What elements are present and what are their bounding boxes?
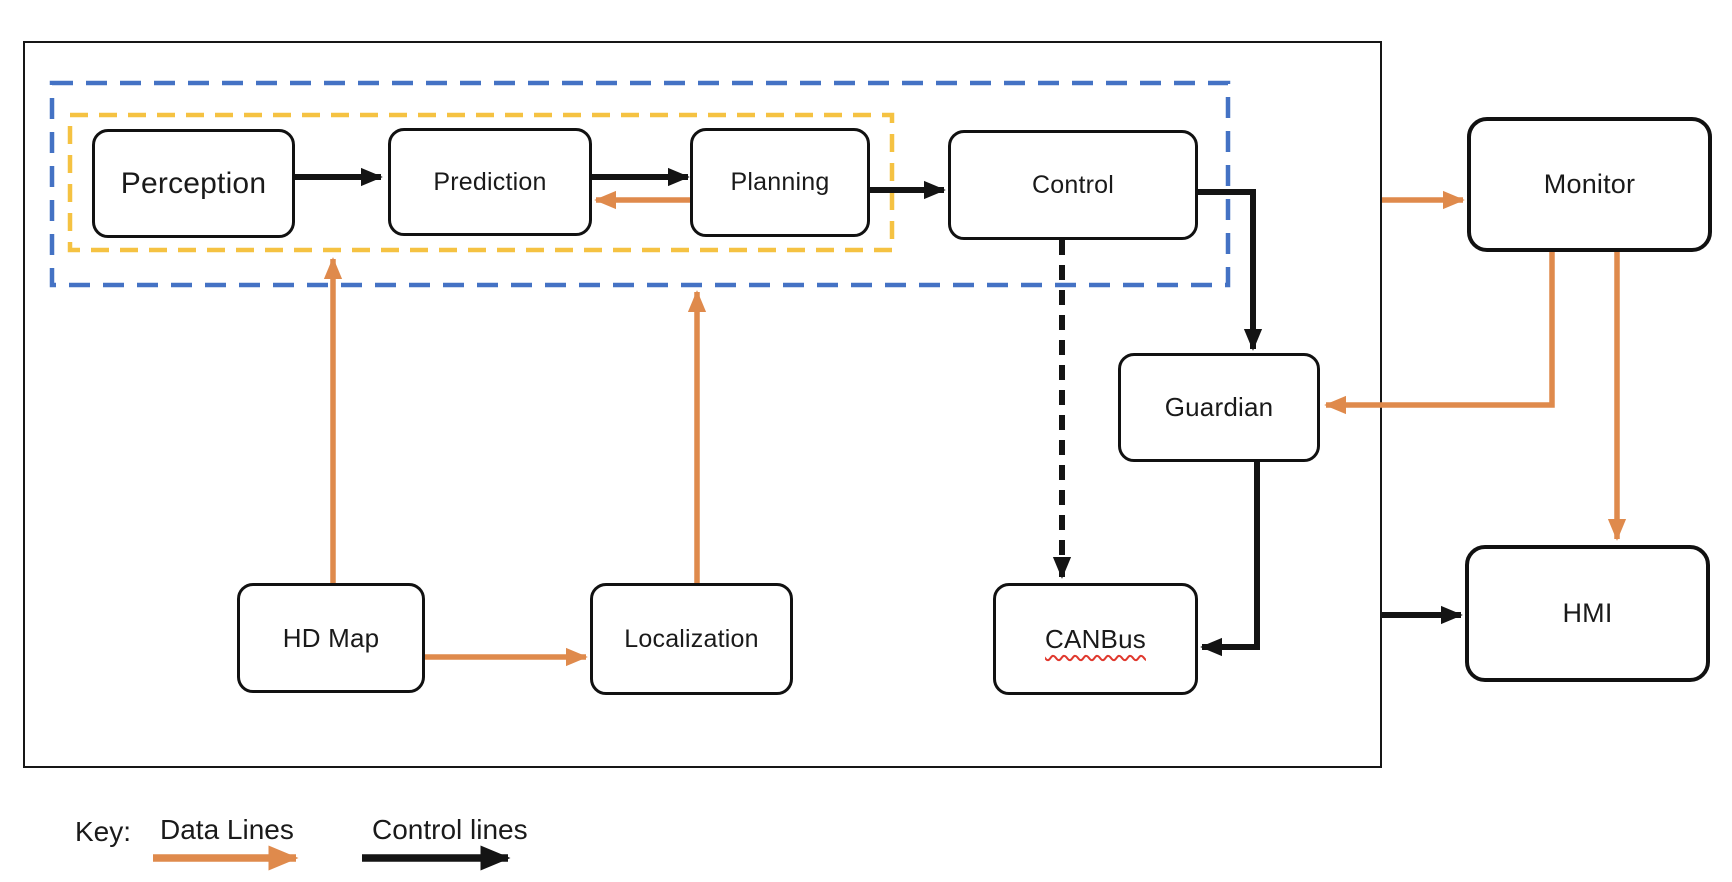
node-hd-map: HD Map (237, 583, 425, 693)
node-control: Control (948, 130, 1198, 240)
node-canbus-label: CANBus (1045, 623, 1146, 654)
node-prediction-label: Prediction (433, 167, 547, 196)
node-hmi-label: HMI (1562, 598, 1613, 628)
node-planning: Planning (690, 128, 870, 237)
node-hmi: HMI (1465, 545, 1710, 682)
node-perception-label: Perception (120, 166, 267, 200)
node-hd-map-label: HD Map (282, 622, 380, 653)
node-planning-label: Planning (730, 168, 830, 196)
node-monitor-label: Monitor (1543, 169, 1636, 199)
node-guardian-label: Guardian (1164, 392, 1274, 422)
node-monitor: Monitor (1467, 117, 1712, 252)
key-data-lines-label: Data Lines (160, 814, 294, 845)
node-prediction: Prediction (388, 128, 592, 236)
node-control-label: Control (1032, 170, 1114, 199)
node-perception: Perception (92, 129, 295, 238)
node-canbus: CANBus (993, 583, 1198, 695)
node-localization: Localization (590, 583, 793, 695)
node-localization-label: Localization (624, 624, 759, 653)
key-control-lines-label: Control lines (372, 814, 528, 845)
key-title: Key: (75, 816, 132, 847)
node-guardian: Guardian (1118, 353, 1320, 462)
